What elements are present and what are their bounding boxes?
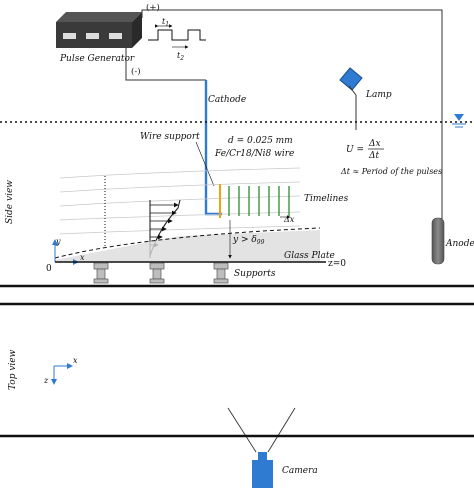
anode-rod-icon	[431, 217, 445, 265]
period-note: Δt ≈ Period of the pulses	[340, 167, 442, 176]
z0-label: z=0	[328, 259, 346, 269]
glass-plate-label: Glass Plate	[284, 251, 335, 261]
cathode-label: Cathode	[208, 95, 246, 105]
top-view-label: Top view	[8, 349, 18, 390]
side-axis-y-label: y	[55, 237, 61, 246]
wire-diameter-label: d = 0.025 mm	[228, 136, 293, 146]
velocity-eq-numerator: Δx	[368, 139, 381, 149]
camera-label: Camera	[282, 466, 318, 476]
supports-label: Supports	[234, 269, 276, 279]
top-axis-x-label: x	[73, 356, 78, 365]
supports	[93, 262, 229, 284]
velocity-eq-lhs: U =	[346, 145, 364, 155]
positive-terminal-label: (+)	[146, 2, 160, 13]
negative-lead-wire	[125, 48, 206, 81]
camera-icon	[252, 452, 273, 488]
delta-x-label: Δx	[283, 215, 295, 224]
wire-support-label: Wire support	[140, 132, 200, 142]
origin-label: 0	[46, 264, 52, 274]
pulse-generator-icon	[56, 12, 142, 48]
cathode-wire	[204, 80, 222, 216]
pulse-generator-label: Pulse Generator	[59, 54, 135, 64]
timelines	[228, 186, 290, 216]
anode-label: Anode	[445, 239, 474, 249]
side-axis-x-label: x	[80, 253, 85, 262]
glass-plate-region	[55, 230, 320, 262]
negative-terminal-label: (-)	[131, 66, 141, 77]
pulse-waveform	[148, 24, 206, 49]
side-view-label: Side view	[5, 180, 15, 224]
wire-support-pointer	[195, 141, 215, 187]
camera-field-of-view	[227, 407, 296, 453]
lamp-label: Lamp	[365, 90, 392, 100]
top-view-axes	[51, 363, 73, 385]
pulse-t2-label: t2	[177, 51, 184, 62]
velocity-eq-denominator: Δt	[368, 151, 379, 161]
height-condition-label: y > δ99	[232, 235, 265, 246]
top-axis-z-label: z	[43, 376, 49, 385]
wire-material-label: Fe/Cr18/Ni8 wire	[214, 149, 294, 159]
timelines-label: Timelines	[304, 194, 349, 204]
water-level-icon	[452, 114, 466, 128]
lamp-icon	[339, 67, 363, 130]
pulse-t1-label: t1	[162, 17, 169, 28]
positive-lead-wire	[141, 9, 443, 223]
boundary-layer-edge	[54, 227, 321, 259]
